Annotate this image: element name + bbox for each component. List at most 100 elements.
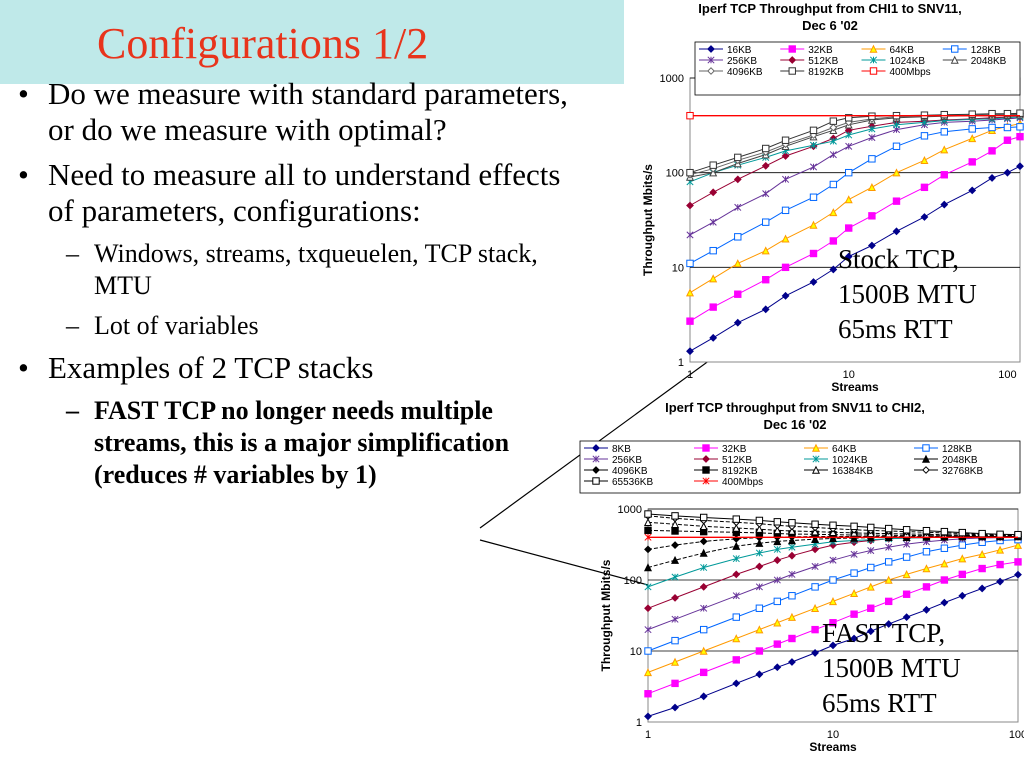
data-point [732, 613, 740, 621]
slide-title: Configurations 1/2 [97, 19, 429, 68]
bullet-text: Examples of 2 TCP stacks [48, 350, 374, 385]
data-point [920, 156, 929, 165]
legend-label: 8192KB [808, 67, 844, 78]
data-point [686, 168, 694, 177]
series-400Mbps [644, 533, 1018, 541]
data-point [866, 627, 875, 636]
data-point [773, 526, 782, 535]
legend-marker [788, 45, 796, 53]
sub-bullet-item: –FAST TCP no longer needs multiple strea… [18, 395, 573, 491]
data-point [809, 141, 818, 149]
y-tick-label: 10 [630, 646, 642, 658]
data-point [922, 548, 931, 556]
series-line [689, 113, 1021, 176]
legend-marker [921, 454, 931, 463]
data-point [920, 183, 929, 192]
legend-label: 4096KB [727, 67, 763, 78]
chart2-title-line: Dec 16 '02 [763, 417, 827, 432]
legend-label: 512KB [722, 455, 752, 466]
data-point [699, 522, 708, 531]
legend-marker [702, 455, 710, 463]
data-point [781, 206, 790, 215]
data-point [762, 276, 770, 284]
data-point [940, 200, 949, 209]
data-point [773, 576, 781, 584]
legend-label: 8192KB [722, 466, 758, 477]
legend-entry: 512KB [694, 455, 752, 466]
data-point [809, 278, 818, 286]
data-point [699, 668, 708, 677]
data-point [773, 597, 782, 606]
legend-label: 128KB [942, 444, 972, 455]
data-point [829, 123, 838, 132]
dash-icon: – [66, 239, 79, 268]
data-point [850, 588, 859, 597]
data-point [829, 619, 837, 627]
data-point [978, 584, 987, 593]
legend-marker [702, 466, 710, 474]
data-point [809, 126, 818, 135]
data-point [845, 168, 853, 177]
data-point [773, 640, 782, 648]
data-point [732, 634, 741, 643]
data-point [829, 641, 837, 650]
data-point [732, 679, 741, 688]
data-point [761, 246, 770, 255]
data-point [866, 582, 875, 591]
legend-entry: 64KB [804, 443, 857, 455]
data-point [940, 145, 949, 154]
series-line [689, 123, 1021, 294]
chart2-title-line: Iperf TCP throughput from SNV11 to CHI2, [665, 400, 925, 415]
series-64KB [643, 540, 1023, 677]
legend-label: 512KB [808, 56, 838, 67]
legend-marker [707, 67, 715, 75]
legend-marker [788, 67, 796, 75]
series-line [689, 116, 1021, 183]
data-point [755, 647, 764, 655]
legend-label: 2048KB [971, 56, 1007, 67]
data-point [762, 144, 770, 153]
data-point [700, 563, 708, 572]
annotation-line: 1500B MTU [822, 653, 961, 683]
legend-marker [702, 477, 710, 485]
data-point [671, 657, 680, 666]
bullet-text: Lot of variables [94, 311, 259, 340]
data-point [755, 583, 763, 591]
legend-label: 32KB [722, 444, 747, 455]
bullet-list: •Do we measure with standard parameters,… [18, 76, 573, 499]
legend-entry: 400Mbps [694, 477, 763, 488]
data-point [1003, 168, 1012, 177]
y-tick-label: 10 [672, 262, 684, 274]
legend-entry: 8192KB [780, 67, 844, 78]
legend-marker [922, 444, 930, 452]
dash-icon: – [66, 396, 79, 425]
data-point [850, 634, 858, 643]
data-point [1003, 123, 1012, 132]
annotation-line: 65ms RTT [838, 314, 953, 344]
data-point [773, 663, 782, 672]
legend-marker [592, 477, 600, 485]
data-point [920, 213, 929, 221]
data-point [844, 252, 853, 261]
data-point [811, 583, 819, 591]
bullet-item: •Do we measure with standard parameters,… [18, 76, 573, 148]
legend-marker [592, 455, 600, 463]
data-point [828, 597, 838, 606]
legend-marker [869, 56, 878, 64]
legend-label: 65536KB [612, 477, 653, 488]
data-point [996, 560, 1004, 569]
y-tick-label: 1000 [618, 504, 642, 516]
legend-entry: 128KB [914, 444, 972, 455]
data-point [811, 562, 819, 571]
data-point [811, 527, 820, 536]
data-point [773, 556, 782, 565]
series-16KB [686, 162, 1024, 356]
data-point [732, 515, 740, 523]
data-point [809, 193, 818, 201]
legend-entry: 512KB [780, 56, 839, 67]
data-point [709, 303, 717, 311]
data-point [829, 151, 837, 159]
data-point [845, 224, 853, 232]
data-point [850, 522, 858, 531]
data-point [709, 168, 718, 177]
